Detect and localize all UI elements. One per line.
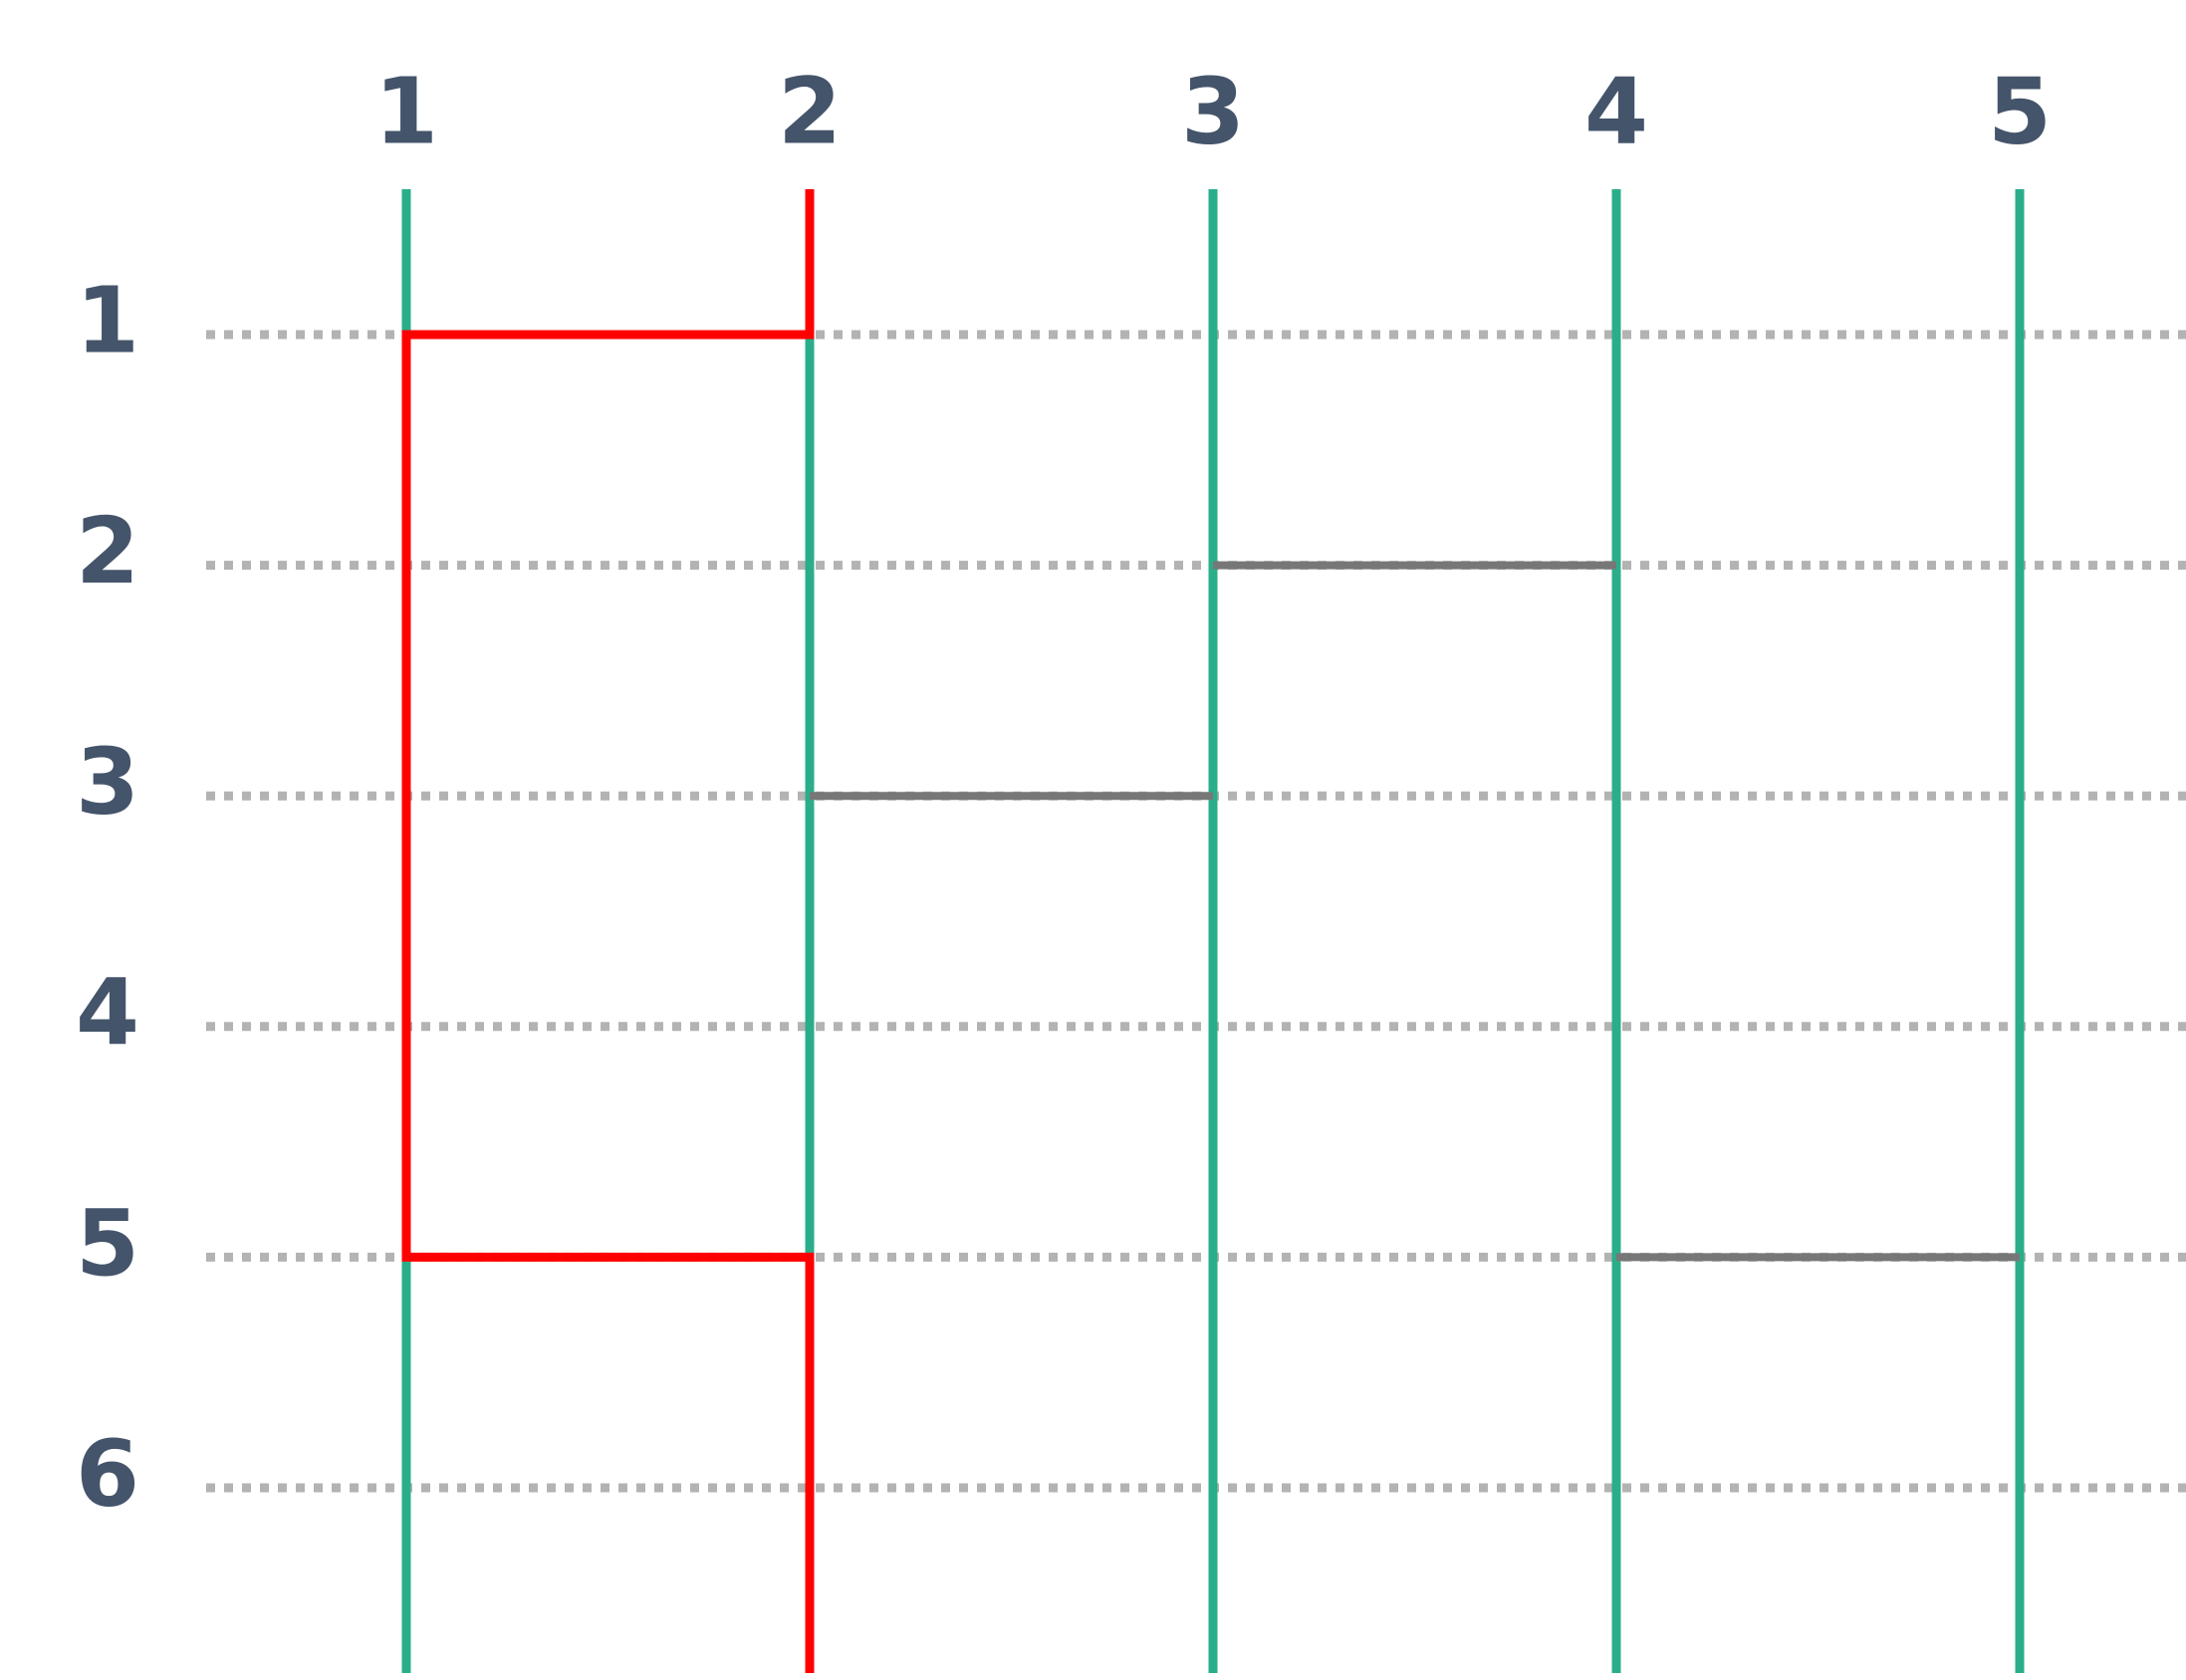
row-guides [206, 330, 2186, 1493]
row-label-3: 3 [76, 729, 139, 836]
row-label-4: 4 [76, 959, 139, 1066]
column-label-5: 5 [1988, 58, 2052, 164]
row-label-2: 2 [76, 498, 139, 604]
row-labels: 1 2 3 4 5 6 [76, 267, 139, 1527]
column-label-3: 3 [1181, 58, 1245, 164]
column-label-2: 2 [778, 58, 842, 164]
highlight-path-group [401, 189, 815, 1673]
column-labels: 1 2 3 4 5 [374, 58, 2052, 164]
row-label-5: 5 [76, 1190, 139, 1297]
column-label-4: 4 [1584, 58, 1648, 164]
vertical-lines [401, 189, 2025, 1673]
row-label-6: 6 [76, 1420, 139, 1527]
highlight-path [401, 189, 815, 1673]
rungs [810, 561, 2020, 1262]
column-label-1: 1 [374, 58, 438, 164]
row-label-1: 1 [76, 267, 139, 373]
